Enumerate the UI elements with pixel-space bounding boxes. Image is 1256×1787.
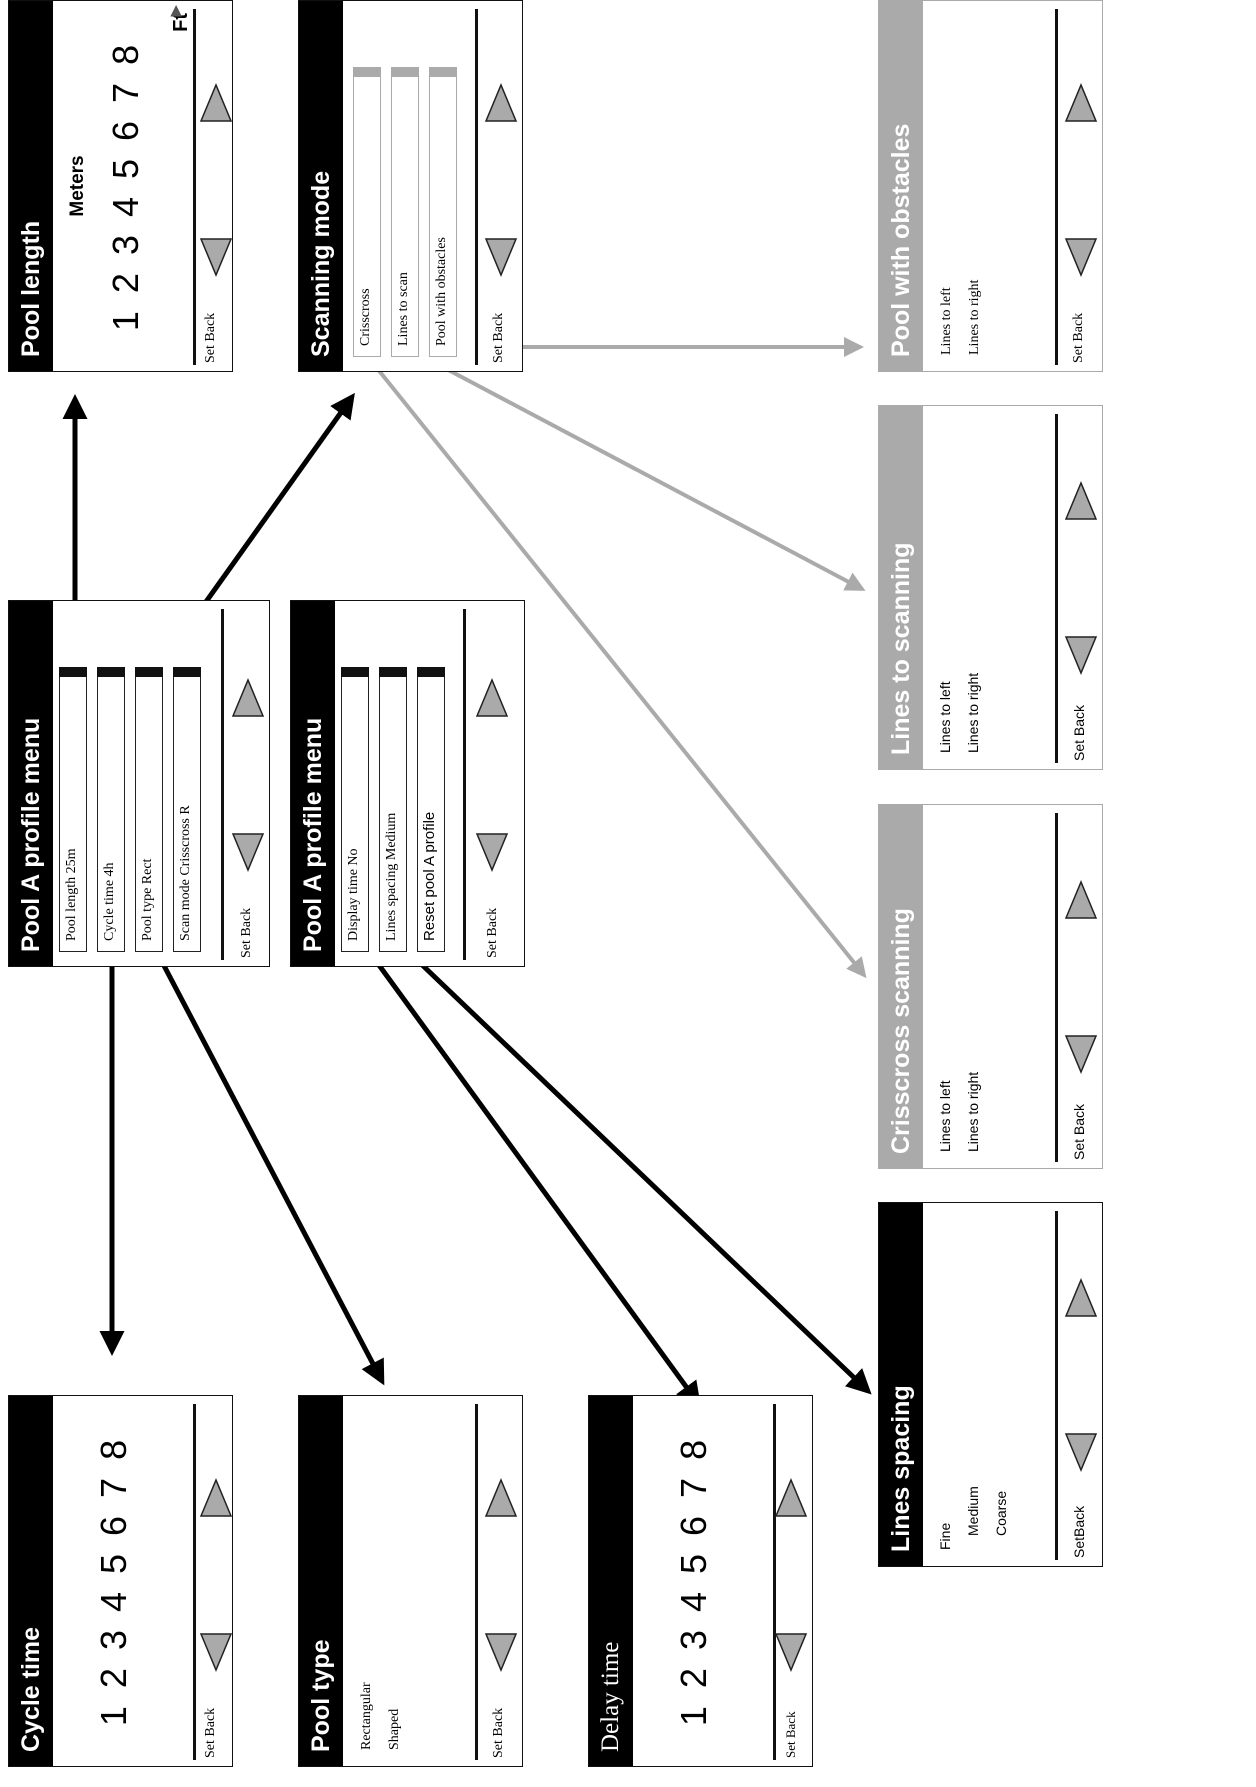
screen-title: Scanning mode <box>299 1 343 371</box>
divider <box>773 1404 776 1760</box>
scan-option-crisscross[interactable]: Crisscross <box>353 67 381 357</box>
screen-title: Lines to scanning <box>879 406 923 769</box>
option-lines-to-left[interactable]: Lines to left <box>937 681 953 753</box>
menu-item-label: Pool length 25m <box>64 848 79 941</box>
screen-title: Crisscross scanning <box>879 805 923 1168</box>
selector-tab <box>391 67 419 77</box>
selector-tab <box>341 667 369 677</box>
screen-title: Lines spacing <box>879 1203 923 1566</box>
arrow-pool-type <box>147 937 385 1386</box>
menu-item-label: Reset pool A profile <box>421 811 438 941</box>
lines-to-scanning-screen: Lines to scanning Lines to left Lines to… <box>878 405 1103 770</box>
pool-a-profile-menu-1: Pool A profile menu Pool length 25m Cycl… <box>8 600 270 967</box>
divider <box>1055 813 1058 1162</box>
selector-tab <box>173 667 201 677</box>
arrow-scan-mode <box>185 392 355 629</box>
scan-option-pool-with-obstacles[interactable]: Pool with obstacles <box>429 67 457 357</box>
set-back-label: Set Back <box>491 1707 506 1758</box>
divider <box>463 609 466 960</box>
divider <box>193 1404 196 1760</box>
set-back-label: Set Back <box>239 907 254 958</box>
pool-length-screen: Pool length Meters 1 2 3 4 5 6 7 8 Ft ▶ … <box>8 0 233 372</box>
option-lines-to-right[interactable]: Lines to right <box>965 1071 981 1152</box>
selector-tab <box>59 667 87 677</box>
menu-item-pool-type[interactable]: Pool type Rect <box>135 667 163 952</box>
pool-a-profile-menu-2: Pool A profile menu Display time No Line… <box>290 600 525 967</box>
option-lines-to-left[interactable]: Lines to left <box>939 287 954 355</box>
option-shaped[interactable]: Shaped <box>387 1708 402 1750</box>
set-back-label: Set Back <box>203 312 218 363</box>
selector-tab <box>97 667 125 677</box>
set-back-label: Set Back <box>1071 312 1086 363</box>
divider <box>221 609 224 960</box>
arrow-crisscross-scanning <box>358 345 867 979</box>
set-back-label: Set Back <box>783 1711 798 1758</box>
set-back-label: Set Back <box>485 907 500 958</box>
menu-item-pool-length[interactable]: Pool length 25m <box>59 667 87 952</box>
option-coarse[interactable]: Coarse <box>993 1490 1009 1536</box>
set-back-label: Set Back <box>203 1707 218 1758</box>
unit-toggle-arrow-icon[interactable]: ▶ <box>167 5 184 17</box>
menu-item-label: Lines spacing Medium <box>384 812 399 941</box>
menu-item-label: Cycle time 4h <box>102 862 117 941</box>
option-label: Crisscross <box>358 288 373 346</box>
selector-tab <box>379 667 407 677</box>
selector-tab <box>353 67 381 77</box>
arrow-lines-spacing <box>393 937 872 1395</box>
set-back-label: Set Back <box>1071 704 1087 761</box>
screen-title: Cycle time <box>9 1396 53 1766</box>
unit-meters-label: Meters <box>67 155 88 217</box>
lines-spacing-screen: Lines spacing Fine Medium Coarse SetBack <box>878 1202 1103 1567</box>
screen-title: Pool with obstacles <box>879 1 923 371</box>
option-lines-to-left[interactable]: Lines to left <box>937 1080 953 1152</box>
screen-title: Pool A profile menu <box>291 601 335 966</box>
divider <box>193 9 196 365</box>
menu-item-scan-mode[interactable]: Scan mode Crisscross R <box>173 667 201 952</box>
menu-item-reset-profile[interactable]: Reset pool A profile <box>417 667 445 952</box>
option-label: Pool with obstacles <box>434 237 449 346</box>
scan-option-lines-to-scan[interactable]: Lines to scan <box>391 67 419 357</box>
divider <box>475 1404 478 1760</box>
menu-item-label: Pool type Rect <box>140 858 155 941</box>
crisscross-scanning-screen: Crisscross scanning Lines to left Lines … <box>878 804 1103 1169</box>
selector-tab <box>135 667 163 677</box>
screen-title: Pool A profile menu <box>9 601 53 966</box>
set-back-label: SetBack <box>1071 1505 1087 1558</box>
option-label: Lines to scan <box>396 272 411 346</box>
cycle-time-screen: Cycle time 1 2 3 4 5 6 7 8 Set Back <box>8 1395 233 1767</box>
divider <box>1055 414 1058 763</box>
set-back-label: Set Back <box>1071 1103 1087 1160</box>
scanning-mode-screen: Scanning mode Crisscross Lines to scan P… <box>298 0 523 372</box>
menu-item-lines-spacing[interactable]: Lines spacing Medium <box>379 667 407 952</box>
menu-item-cycle-time[interactable]: Cycle time 4h <box>97 667 125 952</box>
selector-tab <box>429 67 457 77</box>
option-lines-to-right[interactable]: Lines to right <box>965 672 981 753</box>
option-rectangular[interactable]: Rectangular <box>359 1682 374 1750</box>
set-back-label: Set Back <box>491 312 506 363</box>
arrow-delay-time <box>357 937 701 1408</box>
option-fine[interactable]: Fine <box>937 1522 953 1550</box>
arrow-lines-to-scanning <box>404 345 866 591</box>
screen-title: Pool length <box>9 1 53 371</box>
divider <box>1055 1211 1058 1560</box>
selector-tab <box>417 667 445 677</box>
menu-item-label: Scan mode Crisscross R <box>178 805 193 941</box>
pool-type-screen: Pool type Rectangular Shaped Set Back <box>298 1395 523 1767</box>
length-number-row[interactable]: 1 2 3 4 5 6 7 8 <box>105 40 146 332</box>
option-lines-to-right[interactable]: Lines to right <box>967 279 982 355</box>
menu-item-label: Display time No <box>346 848 361 941</box>
divider <box>475 9 478 365</box>
delay-time-screen: Delay time 1 2 3 4 5 6 7 8 Set Back <box>588 1395 813 1767</box>
pool-with-obstacles-screen: Pool with obstacles Lines to left Lines … <box>878 0 1103 372</box>
screen-title: Delay time <box>589 1396 633 1766</box>
screen-title: Pool type <box>299 1396 343 1766</box>
menu-item-display-time[interactable]: Display time No <box>341 667 369 952</box>
delay-number-row[interactable]: 1 2 3 4 5 6 7 8 <box>673 1435 714 1727</box>
cycle-number-row[interactable]: 1 2 3 4 5 6 7 8 <box>93 1435 134 1727</box>
divider <box>1055 9 1058 365</box>
option-medium[interactable]: Medium <box>965 1486 981 1536</box>
